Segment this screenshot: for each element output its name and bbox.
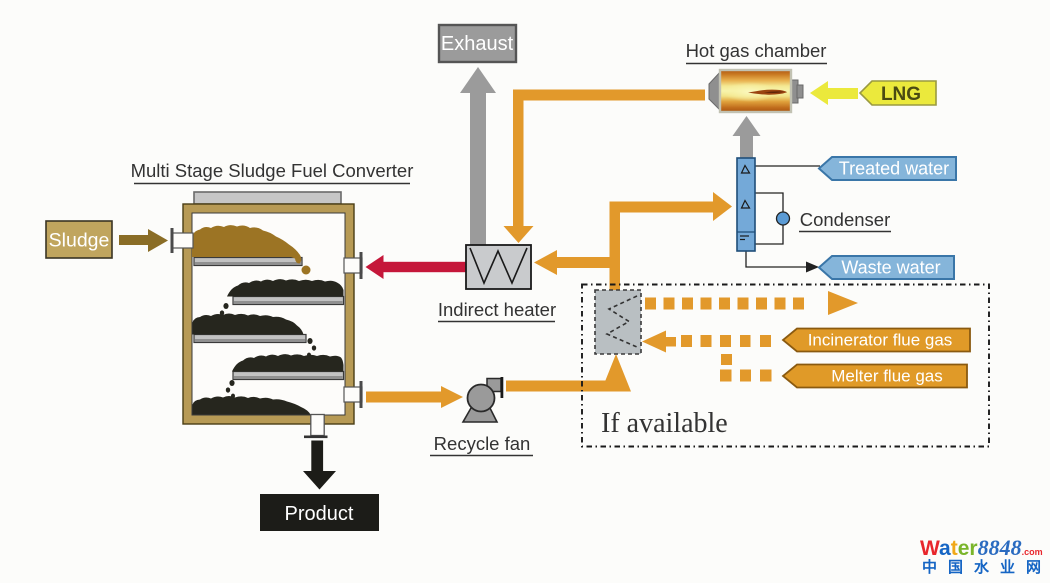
svg-text:Exhaust: Exhaust	[441, 33, 514, 55]
svg-text:LNG: LNG	[881, 84, 921, 105]
svg-text:Hot gas chamber: Hot gas chamber	[686, 40, 827, 61]
svg-text:If available: If available	[601, 408, 728, 439]
svg-text:Condenser: Condenser	[800, 209, 891, 230]
svg-text:Water8848.com: Water8848.com	[920, 535, 1043, 560]
svg-text:Indirect heater: Indirect heater	[438, 299, 556, 320]
svg-text:Product: Product	[285, 503, 354, 525]
svg-text:Incinerator flue gas: Incinerator flue gas	[808, 331, 953, 350]
svg-text:Waste water: Waste water	[841, 258, 940, 278]
svg-text:Melter flue gas: Melter flue gas	[831, 367, 943, 386]
svg-text:Sludge: Sludge	[49, 230, 110, 252]
svg-text:Recycle fan: Recycle fan	[434, 433, 531, 454]
svg-text:Treated water: Treated water	[839, 159, 949, 179]
svg-text:Multi Stage Sludge Fuel Conver: Multi Stage Sludge Fuel Converter	[131, 160, 414, 181]
svg-text:中国水业网: 中国水业网	[922, 558, 1050, 576]
